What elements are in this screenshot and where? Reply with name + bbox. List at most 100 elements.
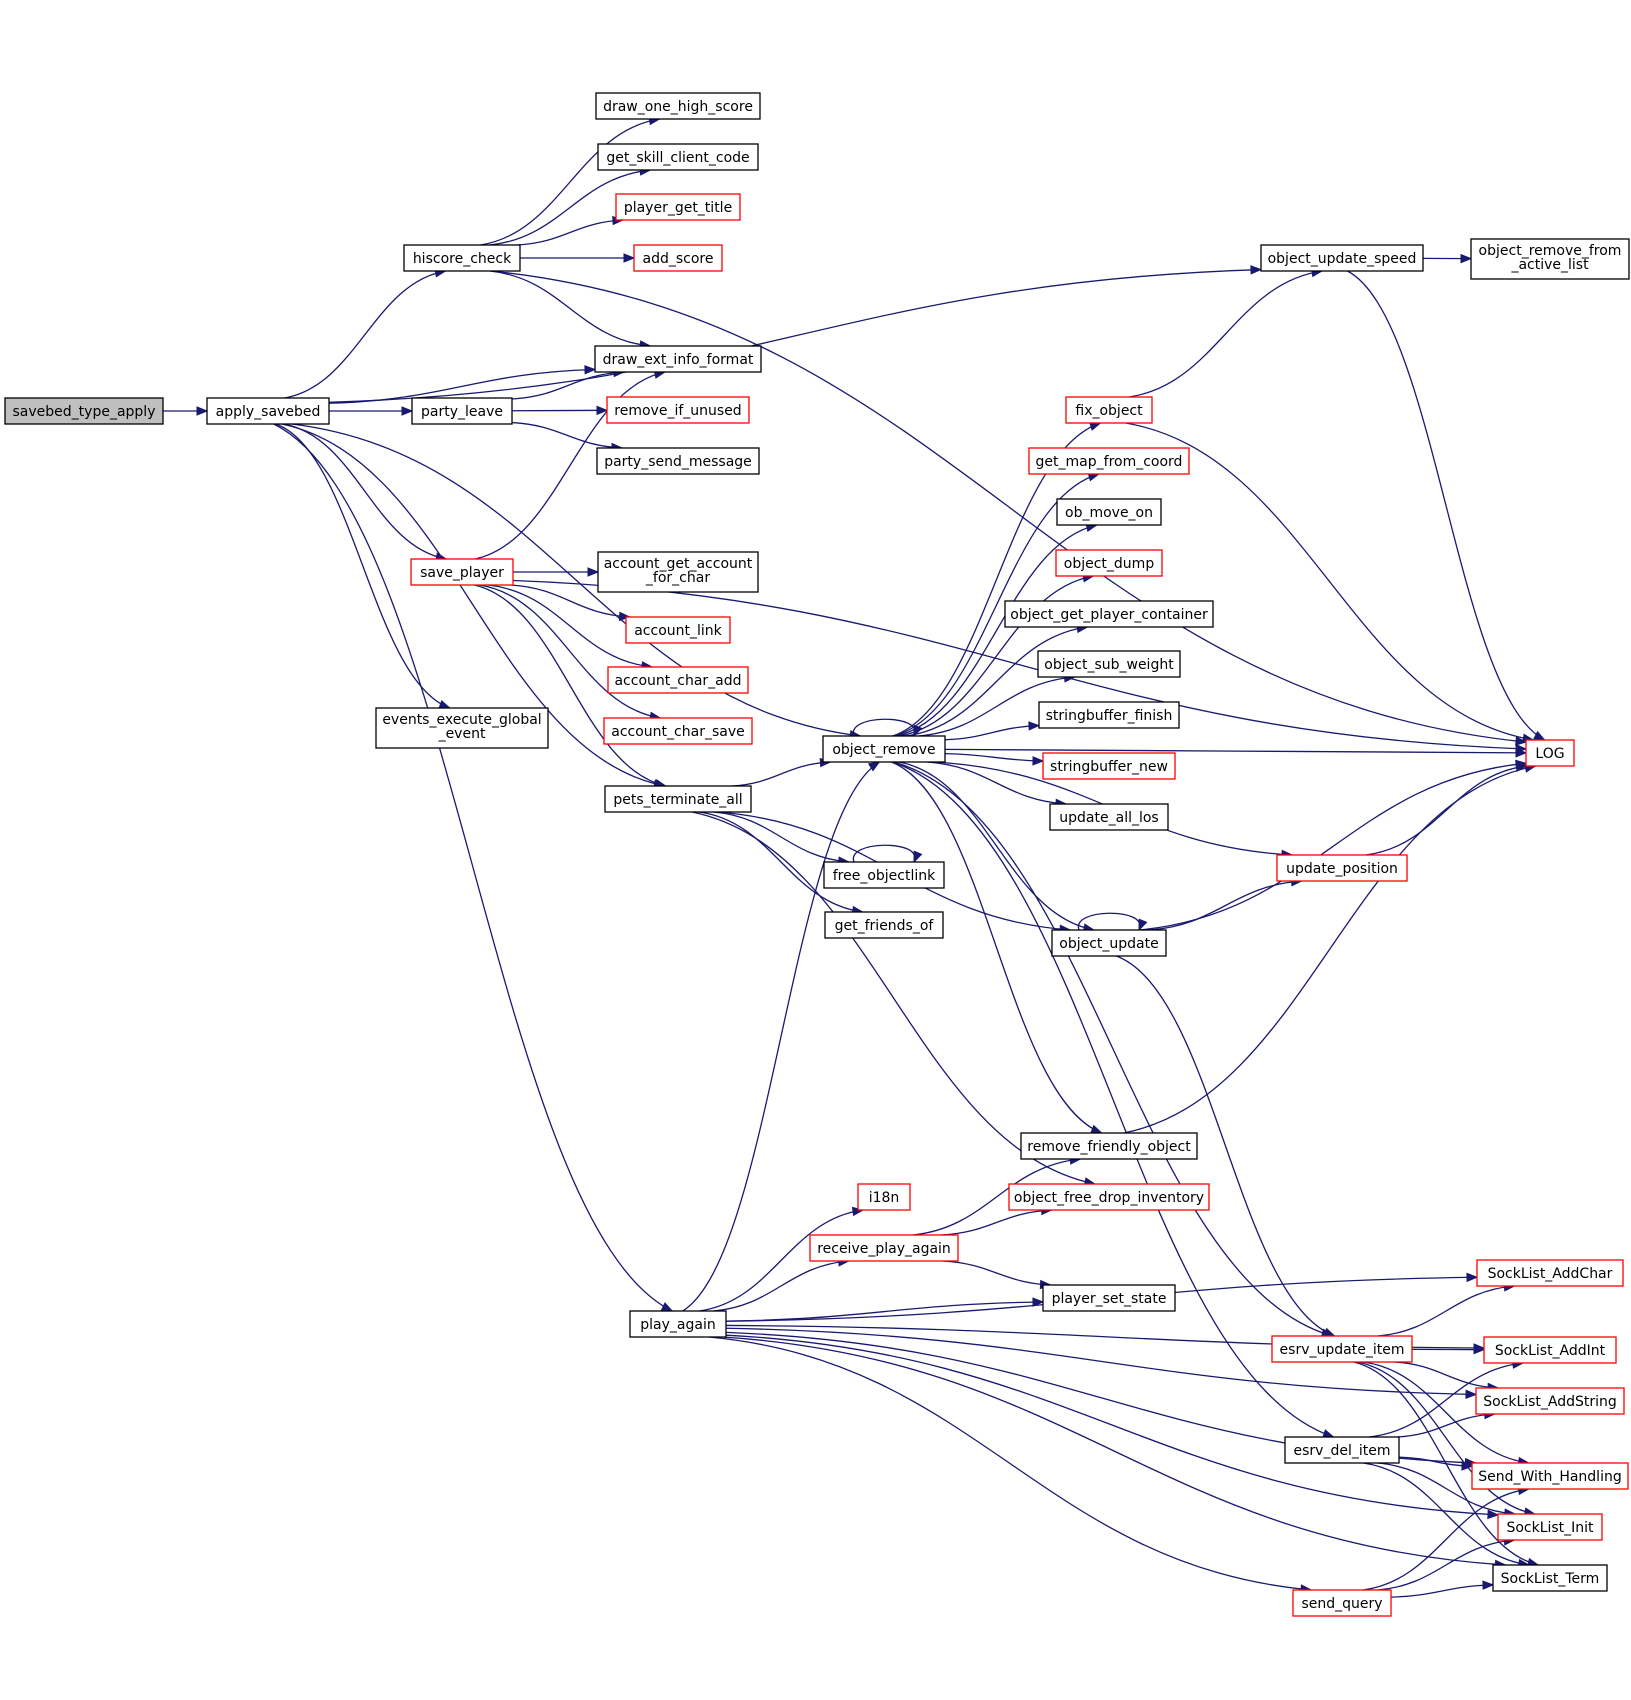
edge-apply_savebed-to-object_update_speed-arrowhead xyxy=(1250,265,1263,275)
node-SockList_AddChar[interactable]: SockList_AddChar xyxy=(1476,1259,1624,1287)
edge-send_query-to-SockList_Term xyxy=(1390,1584,1494,1598)
node-player_get_title[interactable]: player_get_title xyxy=(615,193,741,221)
node-label: events_execute_global xyxy=(382,712,541,728)
edge-party_leave-to-party_send_message xyxy=(511,421,622,449)
node-get_friends_of[interactable]: get_friends_of xyxy=(824,911,944,939)
edge-esrv_update_item-to-SockList_AddChar xyxy=(1377,1285,1515,1337)
node-box xyxy=(596,447,760,475)
node-LOG[interactable]: LOG xyxy=(1525,739,1575,767)
node-object_update_speed[interactable]: object_update_speed xyxy=(1260,244,1424,272)
node-stringbuffer_new[interactable]: stringbuffer_new xyxy=(1042,752,1176,780)
node-box xyxy=(410,558,514,586)
node-get_skill_client_code[interactable]: get_skill_client_code xyxy=(597,143,759,171)
node-label: play_again xyxy=(640,1317,715,1333)
node-send_query[interactable]: send_query xyxy=(1292,1589,1392,1617)
edge-object_remove-to-get_map_from_coord xyxy=(893,473,1100,737)
node-savebed_type_apply[interactable]: savebed_type_apply xyxy=(4,397,164,425)
node-box xyxy=(594,345,762,373)
node-label: object_get_player_container xyxy=(1010,607,1208,623)
edge-hiscore_check-to-player_get_title xyxy=(517,219,623,246)
node-box xyxy=(1497,1513,1603,1541)
node-account_link[interactable]: account_link xyxy=(625,616,731,644)
node-draw_one_high_score[interactable]: draw_one_high_score xyxy=(595,92,761,120)
node-player_set_state[interactable]: player_set_state xyxy=(1042,1284,1176,1312)
node-hiscore_check[interactable]: hiscore_check xyxy=(403,244,521,272)
node-label: get_friends_of xyxy=(835,918,935,934)
edge-apply_savebed-to-play_again xyxy=(273,423,673,1312)
node-events_execute_global_event[interactable]: events_execute_global_event xyxy=(375,707,549,749)
node-object_remove[interactable]: object_remove xyxy=(822,735,946,763)
node-apply_savebed[interactable]: apply_savebed xyxy=(206,397,330,425)
node-free_objectlink[interactable]: free_objectlink xyxy=(823,861,945,889)
node-update_position[interactable]: update_position xyxy=(1276,854,1408,882)
node-ob_move_on[interactable]: ob_move_on xyxy=(1056,498,1162,526)
node-object_dump[interactable]: object_dump xyxy=(1055,549,1163,577)
node-draw_ext_info_format[interactable]: draw_ext_info_format xyxy=(594,345,762,373)
node-label: object_update xyxy=(1059,936,1158,952)
node-SockList_AddString[interactable]: SockList_AddString xyxy=(1475,1387,1625,1415)
node-label: update_all_los xyxy=(1059,810,1158,826)
node-object_remove_from_active_list[interactable]: object_remove_from_active_list xyxy=(1470,238,1630,280)
node-esrv_del_item[interactable]: esrv_del_item xyxy=(1284,1436,1400,1464)
edge-object_update-to-update_position xyxy=(1149,880,1302,931)
node-remove_friendly_object[interactable]: remove_friendly_object xyxy=(1020,1132,1198,1160)
edge-apply_savebed-to-save_player xyxy=(283,423,447,560)
node-party_leave[interactable]: party_leave xyxy=(411,397,513,425)
node-label: draw_ext_info_format xyxy=(603,352,754,368)
node-SockList_Init[interactable]: SockList_Init xyxy=(1497,1513,1603,1541)
node-esrv_update_item[interactable]: esrv_update_item xyxy=(1271,1335,1413,1363)
edge-receive_play_again-to-remove_friendly_object xyxy=(912,1158,1081,1236)
node-object_free_drop_inventory[interactable]: object_free_drop_inventory xyxy=(1008,1183,1210,1211)
node-box xyxy=(1276,854,1408,882)
node-label: stringbuffer_finish xyxy=(1046,708,1173,724)
node-box xyxy=(809,1234,959,1262)
node-account_char_add[interactable]: account_char_add xyxy=(607,666,749,694)
node-Send_With_Handling[interactable]: Send_With_Handling xyxy=(1471,1462,1629,1490)
edge-play_again-to-SockList_Term xyxy=(722,1336,1506,1566)
node-box xyxy=(1008,1183,1210,1211)
edge-apply_savebed-to-hiscore_check xyxy=(284,270,446,399)
edge-party_leave-to-draw_ext_info_format xyxy=(511,371,625,400)
node-update_all_los[interactable]: update_all_los xyxy=(1049,803,1169,831)
edge-save_player-to-pets_terminate_all xyxy=(474,584,666,787)
edge-play_again-to-object_remove xyxy=(682,761,880,1312)
node-label: send_query xyxy=(1301,1596,1382,1612)
node-i18n[interactable]: i18n xyxy=(857,1183,911,1211)
node-label: esrv_update_item xyxy=(1280,1342,1405,1358)
edge-play_again-to-send_query xyxy=(708,1336,1312,1591)
node-party_send_message[interactable]: party_send_message xyxy=(596,447,760,475)
node-receive_play_again[interactable]: receive_play_again xyxy=(809,1234,959,1262)
node-account_get_account_for_char[interactable]: account_get_account_for_char xyxy=(597,551,759,593)
edge-send_query-to-SockList_Init xyxy=(1377,1539,1515,1591)
node-box xyxy=(1492,1564,1608,1592)
edge-free_objectlink-to-free_objectlink xyxy=(853,844,915,863)
node-stringbuffer_finish[interactable]: stringbuffer_finish xyxy=(1038,701,1180,729)
edge-hiscore_check-to-LOG-arrowhead xyxy=(1515,736,1528,746)
node-box xyxy=(595,92,761,120)
edge-object_remove-to-object_dump xyxy=(899,575,1094,737)
node-object_update[interactable]: object_update xyxy=(1051,929,1167,957)
node-fix_object[interactable]: fix_object xyxy=(1065,396,1153,424)
node-label: player_get_title xyxy=(624,200,732,216)
node-play_again[interactable]: play_again xyxy=(629,1310,727,1338)
edge-object_remove-to-object_sub_weight xyxy=(918,676,1075,737)
edge-object_update_speed-to-object_remove_from_active_list-arrowhead xyxy=(1460,253,1473,264)
node-account_char_save[interactable]: account_char_save xyxy=(603,717,753,745)
node-object_get_player_container[interactable]: object_get_player_container xyxy=(1004,600,1214,628)
node-get_map_from_coord[interactable]: get_map_from_coord xyxy=(1028,447,1190,475)
edge-apply_savebed-to-pets_terminate_all xyxy=(281,423,665,787)
node-remove_if_unused[interactable]: remove_if_unused xyxy=(606,396,750,424)
edge-save_player-to-account_link-arrowhead xyxy=(618,611,631,622)
node-save_player[interactable]: save_player xyxy=(410,558,514,586)
node-SockList_Term[interactable]: SockList_Term xyxy=(1492,1564,1608,1592)
node-pets_terminate_all[interactable]: pets_terminate_all xyxy=(604,785,752,813)
edge-free_objectlink-to-free_objectlink-arrowhead xyxy=(913,850,923,864)
edge-play_again-to-receive_play_again xyxy=(713,1260,849,1312)
edge-save_player-to-account_char_add xyxy=(487,584,653,668)
node-object_sub_weight[interactable]: object_sub_weight xyxy=(1037,650,1181,678)
edge-object_update-to-object_update-arrowhead xyxy=(1138,918,1148,932)
node-SockList_AddInt[interactable]: SockList_AddInt xyxy=(1483,1336,1617,1364)
edge-pets_terminate_all-to-free_objectlink xyxy=(713,811,849,863)
node-add_score[interactable]: add_score xyxy=(633,244,723,272)
